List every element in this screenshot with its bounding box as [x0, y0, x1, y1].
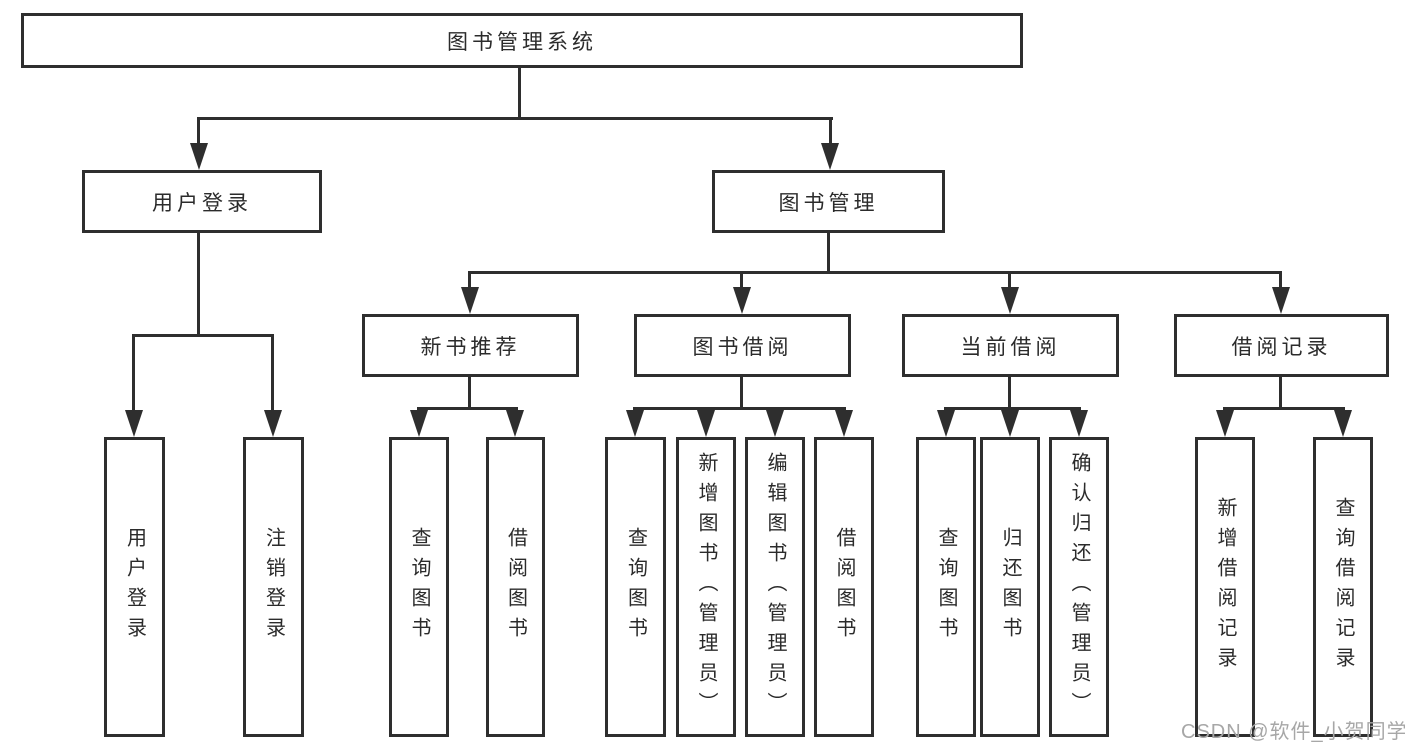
arrow-down-icon [626, 410, 644, 437]
h-line [197, 117, 833, 120]
v-line [740, 377, 743, 410]
leaf-query-books-recommend: 查询图书 [389, 437, 449, 737]
arrow-down-icon [1001, 410, 1019, 437]
leaf-logout: 注销登录 [243, 437, 304, 737]
leaf-label: 查询图书 [935, 527, 957, 647]
arrow-down-icon [190, 143, 208, 170]
h-line [417, 407, 518, 410]
v-line [1008, 377, 1011, 410]
arrow-down-icon [697, 410, 715, 437]
leaf-label: 查询图书 [624, 527, 647, 647]
node-book-borrowing: 图书借阅 [634, 314, 851, 377]
arrow-down-icon [937, 410, 955, 437]
leaf-borrow-books-recommend: 借阅图书 [486, 437, 545, 737]
node-label: 用户登录 [152, 191, 252, 215]
node-label: 借阅记录 [1231, 335, 1332, 359]
v-line [1279, 271, 1282, 290]
node-book-management: 图书管理 [712, 170, 945, 233]
leaf-label: 注销登录 [262, 527, 285, 647]
leaf-label: 归还图书 [999, 527, 1021, 647]
arrow-down-icon [1334, 410, 1352, 437]
arrow-down-icon [766, 410, 784, 437]
leaf-query-books-current: 查询图书 [916, 437, 976, 737]
v-line [829, 117, 832, 147]
arrow-down-icon [1001, 287, 1019, 314]
v-line [197, 233, 200, 337]
node-borrow-records: 借阅记录 [1174, 314, 1389, 377]
node-label: 新书推荐 [420, 335, 521, 359]
node-root-system: 图书管理系统 [21, 13, 1023, 68]
arrow-down-icon [1272, 287, 1290, 314]
v-line [197, 117, 200, 147]
arrow-down-icon [1070, 410, 1088, 437]
v-line [740, 271, 743, 290]
arrow-down-icon [1216, 410, 1234, 437]
v-line [518, 66, 521, 120]
v-line [132, 334, 135, 412]
watermark-text: CSDN @软件_小贺同学 [1181, 721, 1405, 743]
v-line [1008, 271, 1011, 290]
h-line [633, 407, 846, 410]
leaf-label: 借阅图书 [504, 527, 527, 647]
arrow-down-icon [410, 410, 428, 437]
leaf-label: 用户登录 [123, 527, 146, 647]
v-line [271, 334, 274, 412]
node-label: 图书管理 [778, 191, 879, 215]
leaf-return-book: 归还图书 [980, 437, 1040, 737]
leaf-query-books-borrowing: 查询图书 [605, 437, 666, 737]
h-line [944, 407, 1081, 410]
leaf-label: 借阅图书 [833, 527, 855, 647]
h-line [468, 271, 1282, 274]
arrow-down-icon [506, 410, 524, 437]
h-line [132, 334, 274, 337]
leaf-label: 新增借阅记录 [1214, 497, 1236, 677]
leaf-label: 新增图书（管理员） [695, 452, 717, 722]
node-label: 图书管理系统 [447, 30, 597, 54]
leaf-query-borrow-record: 查询借阅记录 [1313, 437, 1373, 737]
leaf-user-login: 用户登录 [104, 437, 165, 737]
v-line [468, 377, 471, 410]
leaf-add-book-admin: 新增图书（管理员） [676, 437, 736, 737]
leaf-confirm-return-admin: 确认归还（管理员） [1049, 437, 1109, 737]
h-line [1223, 407, 1345, 410]
arrow-down-icon [821, 143, 839, 170]
arrow-down-icon [835, 410, 853, 437]
node-current-borrowing: 当前借阅 [902, 314, 1119, 377]
leaf-label: 查询借阅记录 [1332, 497, 1354, 677]
v-line [827, 233, 830, 274]
leaf-borrow-books-borrowing: 借阅图书 [814, 437, 874, 737]
node-label: 当前借阅 [960, 335, 1061, 359]
leaf-edit-book-admin: 编辑图书（管理员） [745, 437, 805, 737]
arrow-down-icon [125, 410, 143, 437]
arrow-down-icon [264, 410, 282, 437]
leaf-add-borrow-record: 新增借阅记录 [1195, 437, 1255, 737]
arrow-down-icon [461, 287, 479, 314]
leaf-label: 确认归还（管理员） [1068, 452, 1090, 722]
leaf-label: 查询图书 [408, 527, 430, 647]
node-label: 图书借阅 [692, 335, 793, 359]
node-user-login: 用户登录 [82, 170, 322, 233]
node-new-book-recommend: 新书推荐 [362, 314, 579, 377]
v-line [1279, 377, 1282, 410]
v-line [468, 271, 471, 290]
arrow-down-icon [733, 287, 751, 314]
leaf-label: 编辑图书（管理员） [764, 452, 786, 722]
